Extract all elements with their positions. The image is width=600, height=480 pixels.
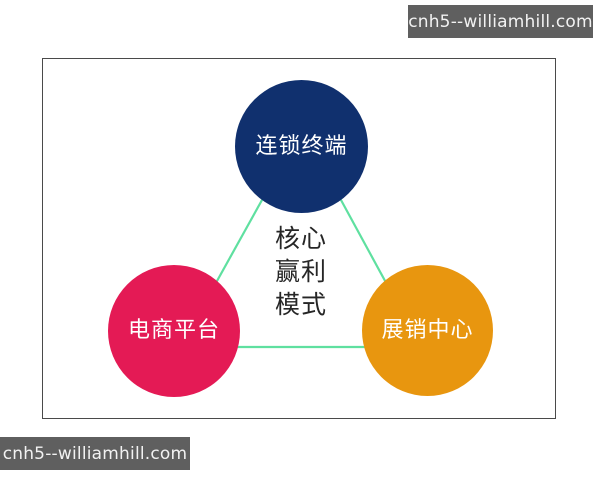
- center-caption-line-1: 核心: [274, 224, 327, 253]
- node-chain-terminal-label: 连锁终端: [255, 133, 348, 159]
- node-ecommerce-platform-label: 电商平台: [127, 318, 220, 343]
- node-exhibition-center[interactable]: 展销中心: [362, 265, 493, 396]
- node-chain-terminal[interactable]: 连锁终端: [235, 80, 368, 213]
- center-caption-line-3: 模式: [274, 290, 327, 319]
- node-ecommerce-platform[interactable]: 电商平台: [108, 265, 240, 397]
- center-caption-line-2: 赢利: [274, 257, 327, 286]
- watermark-top: cnh5--williamhill.com: [408, 5, 593, 38]
- node-exhibition-center-label: 展销中心: [381, 317, 474, 343]
- watermark-bottom: cnh5--williamhill.com: [0, 437, 190, 470]
- center-caption: 核心 赢利 模式: [251, 222, 351, 321]
